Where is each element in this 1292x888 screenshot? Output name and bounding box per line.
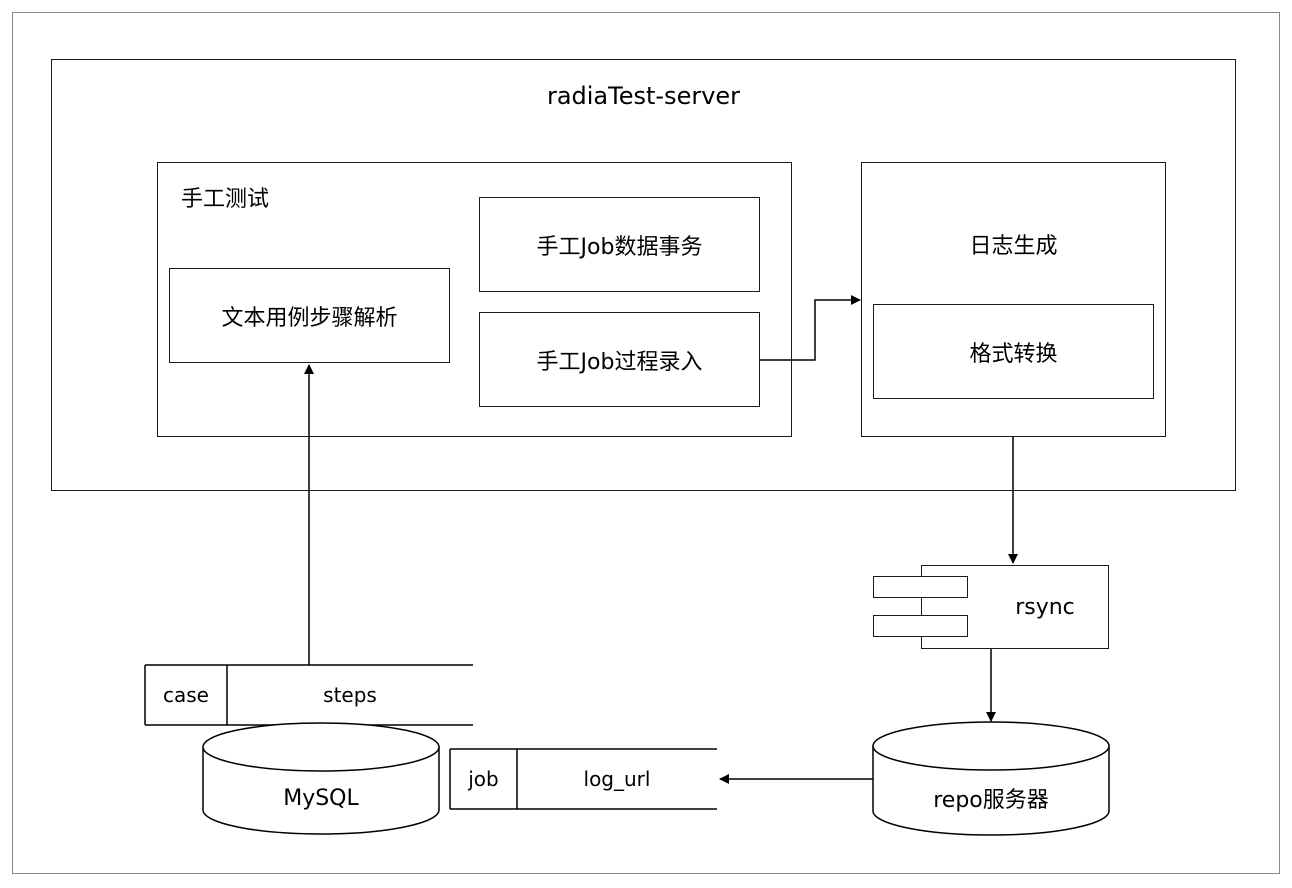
server-title: radiaTest-server — [546, 82, 741, 110]
arrow-process-to-log — [760, 295, 861, 361]
format-convert-box: 格式转换 — [873, 304, 1154, 399]
job-table — [449, 748, 717, 810]
step-parse-box: 文本用例步骤解析 — [169, 268, 450, 363]
mysql-label: MySQL — [283, 785, 359, 811]
job-process-box: 手工Job过程录入 — [479, 312, 760, 407]
rsync-port-bottom — [873, 615, 968, 637]
rsync-label: rsync — [1015, 594, 1075, 620]
outer-frame — [12, 12, 1280, 874]
job-process-label: 手工Job过程录入 — [536, 349, 703, 375]
format-convert-label: 格式转换 — [969, 341, 1058, 367]
step-parse-label: 文本用例步骤解析 — [221, 305, 398, 331]
job-table-field: log_url — [583, 767, 651, 791]
log-gen-title: 日志生成 — [969, 234, 1058, 259]
mysql-cylinder — [202, 722, 440, 835]
rsync-port-top — [873, 576, 968, 598]
repo-cylinder — [872, 721, 1110, 836]
case-table-name: case — [163, 683, 209, 707]
job-table-name: job — [468, 767, 499, 791]
case-table-field: steps — [323, 683, 377, 707]
job-data-label: 手工Job数据事务 — [536, 234, 703, 260]
job-data-box: 手工Job数据事务 — [479, 197, 760, 292]
manual-test-title: 手工测试 — [181, 187, 270, 212]
repo-label: repo服务器 — [933, 788, 1049, 813]
case-table — [144, 664, 473, 726]
